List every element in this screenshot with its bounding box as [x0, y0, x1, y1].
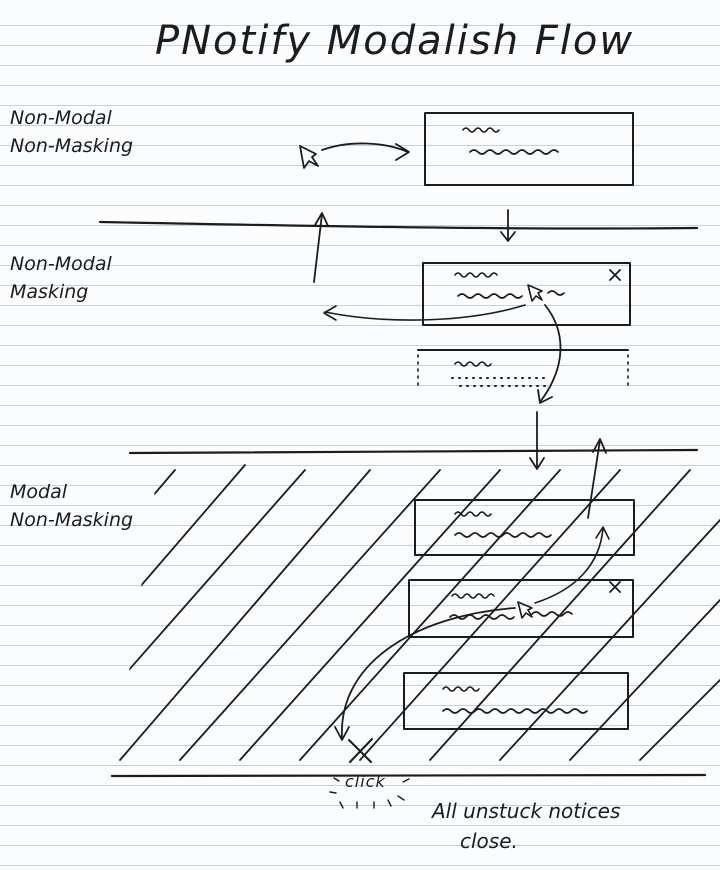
arrowhead	[529, 457, 545, 470]
arrow-up	[587, 439, 601, 519]
section-label-line1: Non-Modal	[10, 107, 112, 129]
section-label-line2: Masking	[10, 281, 89, 303]
notice-title-scribble	[454, 511, 492, 517]
arrow-curve-down	[539, 304, 562, 403]
notice-title-scribble	[454, 272, 498, 278]
section-label-line1: Modal	[10, 481, 67, 503]
footnote: All unstuck notices close.	[432, 796, 620, 856]
notice-text-scribble	[531, 611, 573, 617]
arrow-cursor-to-notice	[321, 142, 409, 153]
notice-title-scribble	[442, 686, 480, 692]
modal-notice-box-3	[403, 672, 629, 730]
footnote-line1: All unstuck notices	[432, 799, 621, 823]
section-label-line1: Non-Modal	[10, 253, 112, 275]
section-label-line2: Non-Masking	[10, 509, 134, 531]
notice-title-scribble	[462, 127, 500, 133]
modal-notice-box-2	[408, 579, 634, 638]
arrow-cursor-left	[324, 304, 526, 321]
footnote-line2: close.	[460, 829, 518, 853]
arrowhead	[595, 526, 610, 540]
arrow-curve-up	[534, 527, 604, 604]
arrow-up	[313, 213, 323, 283]
arrow-to-click	[341, 607, 516, 739]
modal-hatch-region	[115, 464, 720, 761]
notice-text-scribble	[547, 290, 565, 296]
divider-line	[110, 773, 707, 778]
arrowhead	[537, 389, 553, 404]
divider-line	[98, 220, 699, 230]
close-x-icon	[609, 581, 621, 593]
cursor-icon	[517, 601, 533, 619]
masked-notice-box	[417, 349, 629, 389]
notice-text-scribble	[469, 149, 559, 155]
divider-line	[128, 448, 699, 455]
arrowhead	[592, 438, 607, 454]
cursor-icon	[299, 145, 319, 169]
notice-title-scribble	[454, 361, 492, 367]
arrowhead	[395, 143, 410, 161]
arrowhead	[500, 231, 516, 242]
notice-box	[424, 112, 634, 186]
section-label-line2: Non-Masking	[10, 135, 134, 157]
modal-notice-box-1	[414, 499, 635, 556]
notice-text-scribble	[442, 708, 588, 714]
close-x-icon	[609, 269, 621, 281]
arrowhead	[323, 305, 337, 321]
click-target-x-icon	[348, 738, 373, 763]
section-label-non-modal-non-masking: Non-Modal Non-Masking	[10, 104, 133, 160]
notice-text-scribble	[449, 614, 515, 620]
notice-text-scribble	[457, 293, 523, 299]
mask-dots	[451, 377, 549, 387]
notice-text-scribble	[454, 532, 552, 538]
notice-box-masking	[422, 262, 631, 326]
click-label: click	[345, 772, 386, 791]
arrowhead	[314, 212, 329, 227]
page-title: PNotify Modalish Flow	[155, 18, 635, 64]
section-label-modal-non-masking: Modal Non-Masking	[10, 478, 133, 534]
cursor-icon	[527, 284, 543, 302]
click-burst-icon	[329, 777, 410, 809]
section-label-non-modal-masking: Non-Modal Masking	[10, 250, 112, 306]
notice-title-scribble	[451, 593, 495, 599]
arrowhead	[334, 726, 350, 741]
